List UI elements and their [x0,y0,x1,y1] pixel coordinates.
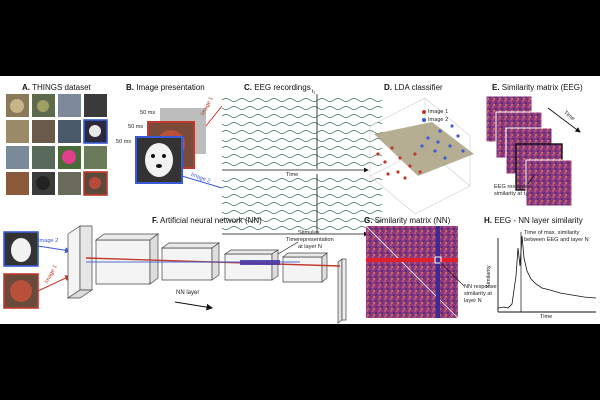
figure-graphics [3,94,597,324]
nn-layer-label: NN layer [176,290,200,296]
nn-response-note-3: layer N [464,298,482,304]
figure-panel: A. THINGS dataset B. Image presentation … [0,76,600,324]
eeg-similarity-stack [485,95,581,207]
max-similarity-note-1: Time of max. similarity [524,230,580,236]
panel-a-title: A. THINGS dataset [22,83,91,92]
panel-h-title: H. EEG - NN layer similarity [484,216,583,225]
duration-label-2: 50 ms [128,124,144,130]
stimulus-note-3: at layer N [298,244,322,250]
stimulus-note-2: representation [298,237,334,243]
lda-legend-image2: Image 2 [428,117,449,123]
image2-label-f: Image 2 [38,238,59,244]
eeg-traces [221,98,383,230]
things-image-grid [6,94,108,196]
similarity-xlabel: Time [540,314,553,320]
panel-b-title: B. Image presentation [126,83,205,92]
nn-response-note-2: similarity at [464,291,492,297]
panel-e-title: E. Similarity matrix (EEG) [492,83,583,92]
duration-label-1: 50 ms [140,110,156,116]
nn-response-note-1: NN response [464,284,497,290]
panel-f-title: F. Artificial neural network (NN) [152,216,262,225]
lda-legend-image1: Image 1 [428,109,449,115]
eeg-nn-similarity-plot [497,232,597,313]
stimulus-note-1: Stimulus [298,230,320,236]
eeg-time-label-1: Time [286,172,299,178]
panel-g-title: G. Similarity matrix (NN) [364,216,451,225]
max-similarity-note-2: between EEG and layer N [524,237,589,243]
panel-d-title: D. LDA classifier [384,83,443,92]
lda-scatter [369,97,474,215]
presentation-stack [135,105,223,189]
nn-similarity-matrix [365,225,465,319]
eeg-response-note-2: similarity at t₁ [494,191,527,197]
eeg-response-note-1: EEG response [494,184,531,190]
eeg-time-label-2: Time [286,237,299,243]
panel-c-title: C. EEG recordings [244,83,311,92]
t1-label: t₁ [312,89,316,95]
similarity-ylabel: Similarity [486,265,492,288]
eeg-axes [222,94,369,237]
nn-input-images [3,231,71,309]
duration-label-3: 50 ms [116,139,132,145]
nn-connections [85,241,341,311]
